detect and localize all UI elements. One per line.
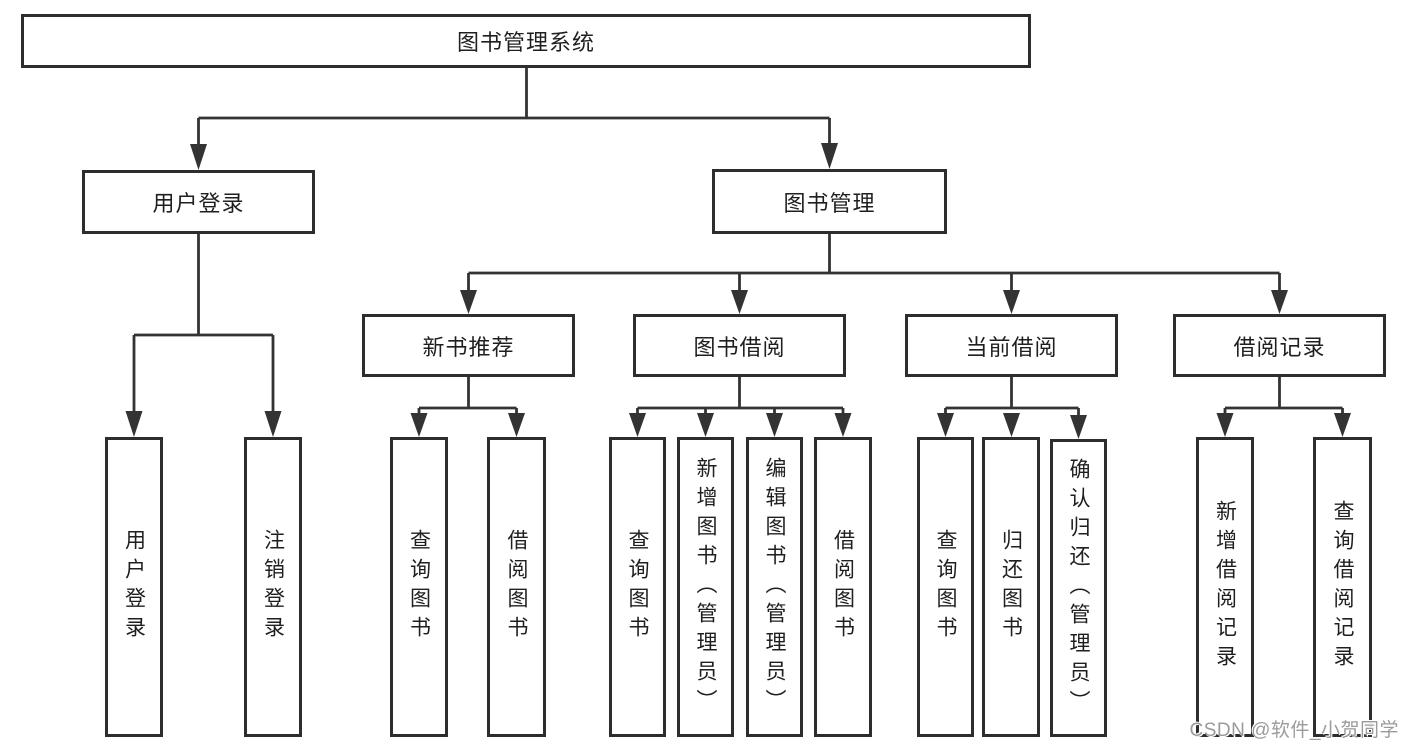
leaf-label: 用户登录 bbox=[122, 529, 146, 645]
node-label: 新书推荐 bbox=[422, 334, 515, 360]
watermark: CSDN @软件_小贺同学 bbox=[1189, 720, 1399, 741]
leaf-label: 确认归还（管理员） bbox=[1067, 457, 1090, 719]
leaf-borrow-books-recommend: 借阅图书 bbox=[487, 437, 546, 737]
leaf-edit-book-admin: 编辑图书（管理员） bbox=[746, 437, 803, 737]
leaf-label: 归还图书 bbox=[999, 529, 1023, 645]
leaf-label: 借阅图书 bbox=[831, 529, 855, 645]
leaf-label: 注销登录 bbox=[261, 529, 285, 645]
node-label: 当前借阅 bbox=[965, 334, 1058, 360]
node-label: 图书管理 bbox=[783, 190, 876, 216]
node-new-book-recommend: 新书推荐 bbox=[362, 314, 575, 377]
node-root: 图书管理系统 bbox=[21, 14, 1031, 68]
leaf-query-books-recommend: 查询图书 bbox=[390, 437, 448, 737]
leaf-label: 新增图书（管理员） bbox=[694, 456, 717, 718]
leaf-label: 新增借阅记录 bbox=[1213, 500, 1237, 674]
node-label: 借阅记录 bbox=[1233, 334, 1326, 360]
node-label: 图书借阅 bbox=[693, 334, 786, 360]
leaf-label: 查询图书 bbox=[934, 529, 957, 645]
leaf-user-login: 用户登录 bbox=[105, 437, 163, 737]
leaf-borrow-books: 借阅图书 bbox=[814, 437, 872, 737]
leaf-query-borrow-record: 查询借阅记录 bbox=[1313, 437, 1372, 737]
node-book-borrow: 图书借阅 bbox=[633, 314, 846, 377]
node-user-login: 用户登录 bbox=[82, 170, 315, 234]
leaf-label: 借阅图书 bbox=[505, 529, 528, 645]
leaf-query-books-current: 查询图书 bbox=[917, 437, 974, 737]
node-book-management: 图书管理 bbox=[712, 169, 947, 234]
node-root-label: 图书管理系统 bbox=[456, 30, 595, 55]
leaf-add-borrow-record: 新增借阅记录 bbox=[1196, 437, 1254, 737]
node-borrow-records: 借阅记录 bbox=[1173, 314, 1386, 377]
leaf-return-book: 归还图书 bbox=[982, 437, 1040, 737]
leaf-logout-login: 注销登录 bbox=[244, 437, 302, 737]
leaf-label: 查询借阅记录 bbox=[1331, 500, 1354, 674]
node-label: 用户登录 bbox=[152, 191, 245, 216]
node-current-borrow: 当前借阅 bbox=[905, 314, 1118, 377]
leaf-query-books-borrow: 查询图书 bbox=[609, 437, 666, 737]
leaf-confirm-return-admin: 确认归还（管理员） bbox=[1050, 439, 1107, 737]
leaf-label: 查询图书 bbox=[626, 529, 649, 645]
leaf-add-book-admin: 新增图书（管理员） bbox=[677, 437, 734, 737]
leaf-label: 查询图书 bbox=[407, 529, 431, 645]
leaf-label: 编辑图书（管理员） bbox=[763, 456, 786, 718]
